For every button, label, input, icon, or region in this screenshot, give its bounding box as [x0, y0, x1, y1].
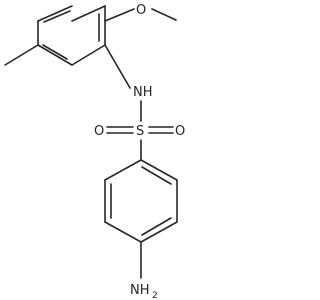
- sulfonyl-oxygen-right: O: [175, 124, 185, 139]
- ring-double-bond: [141, 217, 172, 236]
- nh-label: NH: [133, 85, 153, 100]
- ring-double-bond: [43, 10, 71, 23]
- ring-bond: [37, 5, 73, 22]
- amine-label: NH: [130, 283, 150, 298]
- methoxy-bond: [104, 8, 135, 22]
- ring-double-bond: [42, 44, 68, 60]
- ring-bond: [104, 221, 142, 243]
- ring-bond: [140, 221, 178, 243]
- aminophenyl-ring: [104, 159, 178, 243]
- ring-nh-bond: [104, 44, 131, 89]
- sulfur-atom: S: [136, 124, 144, 139]
- ring-bond: [71, 5, 106, 22]
- ring-double-bond: [141, 166, 172, 185]
- ring-methyl-bond: [4, 44, 39, 66]
- methoxy-oxygen: O: [136, 3, 146, 18]
- ring-bond: [71, 44, 106, 66]
- methoxy-methyl-bond: [151, 8, 177, 21]
- amine-subscript: 2: [152, 291, 158, 300]
- ring-bond: [37, 44, 73, 66]
- ring-bond: [104, 159, 142, 181]
- sulfonyl-oxygen-left: O: [94, 124, 104, 139]
- methoxyphenyl-ring: [37, 5, 106, 66]
- ring-bond: [140, 159, 178, 181]
- chemical-structure: O NH S O O NH 2: [4, 3, 185, 300]
